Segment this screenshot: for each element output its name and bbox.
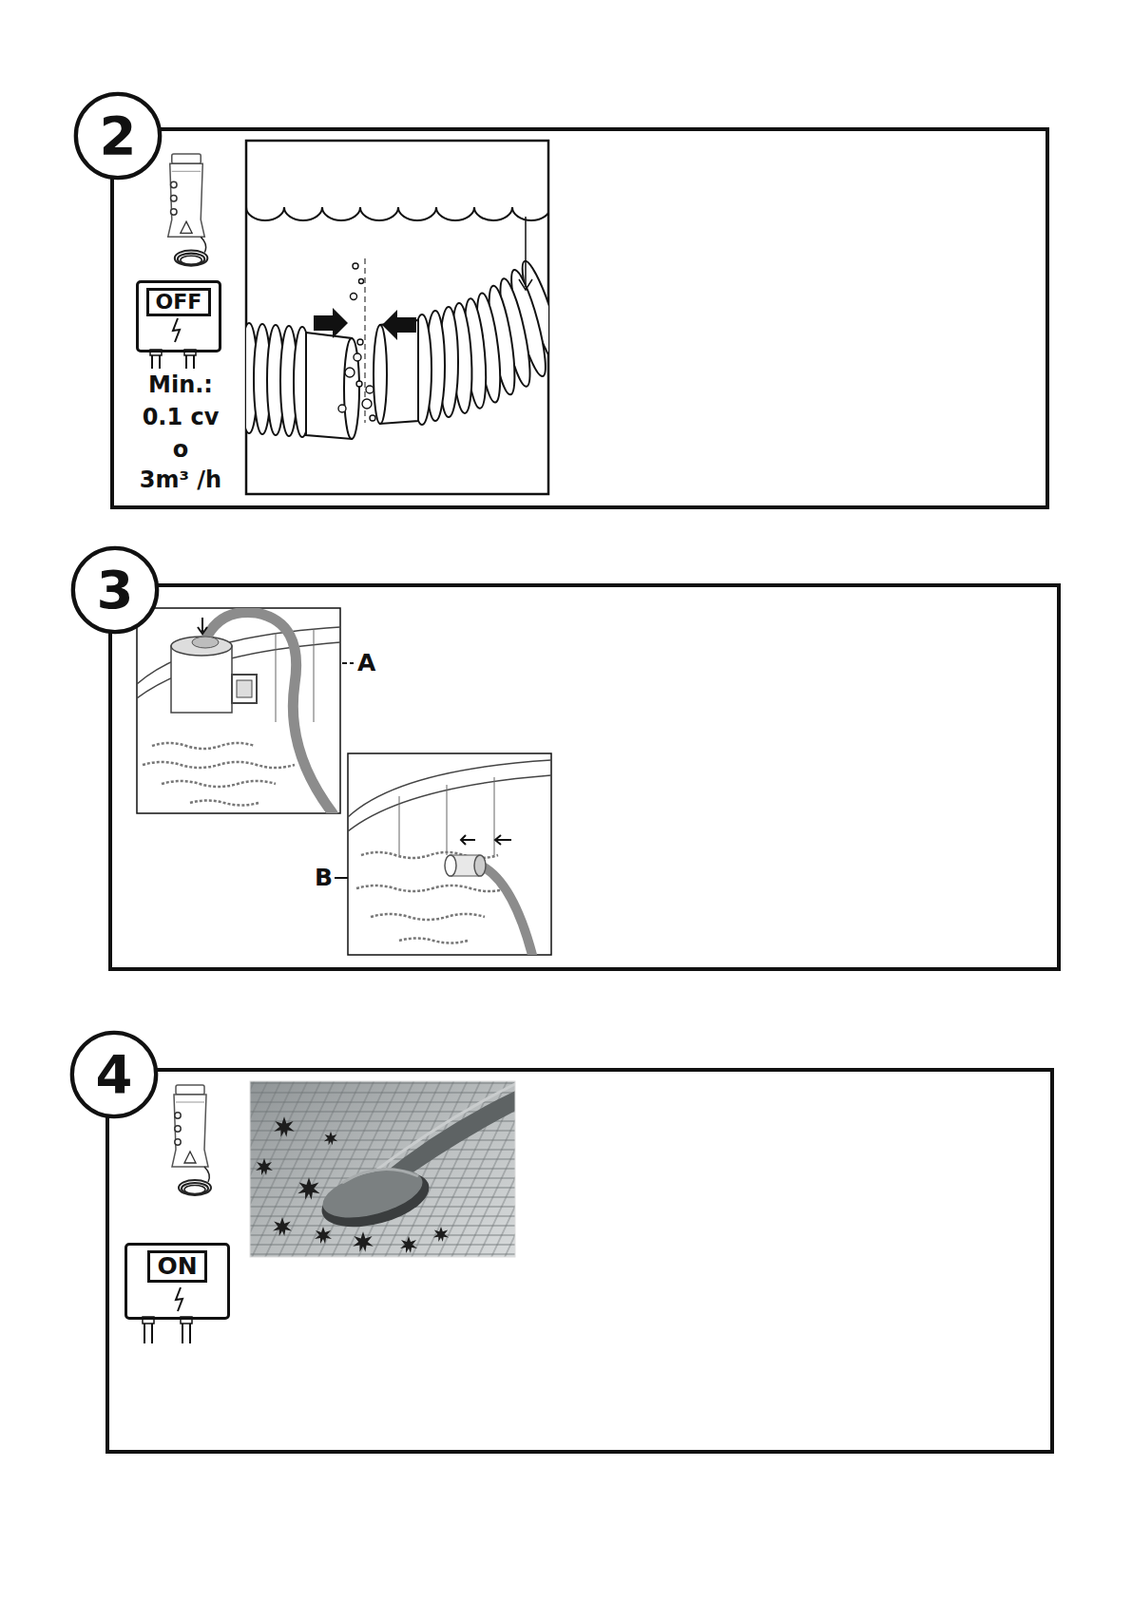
step-circle-outline bbox=[73, 548, 157, 633]
switch-panel: OFF bbox=[135, 280, 222, 353]
spec-text: Min.: bbox=[148, 372, 213, 398]
step-number-text: 3 bbox=[96, 560, 135, 620]
switch-panel: ON bbox=[124, 1243, 231, 1321]
switch-label: ON bbox=[147, 1250, 207, 1284]
step-number: 2 bbox=[72, 90, 164, 182]
spec-text: 3m³ /h bbox=[139, 467, 222, 493]
part-letter: A bbox=[357, 650, 376, 677]
spec-text: o bbox=[172, 437, 190, 462]
step-number: 4 bbox=[68, 1029, 160, 1121]
step-number-text: 4 bbox=[95, 1045, 134, 1105]
step-circle-outline bbox=[76, 94, 160, 178]
switch-label: OFF bbox=[146, 287, 212, 317]
step-number-text: 2 bbox=[99, 106, 137, 166]
spec-text: 0.1 cv bbox=[142, 404, 220, 430]
part-letter: B bbox=[314, 864, 333, 892]
step-circle-outline bbox=[72, 1033, 156, 1117]
step-number: 3 bbox=[69, 544, 161, 636]
